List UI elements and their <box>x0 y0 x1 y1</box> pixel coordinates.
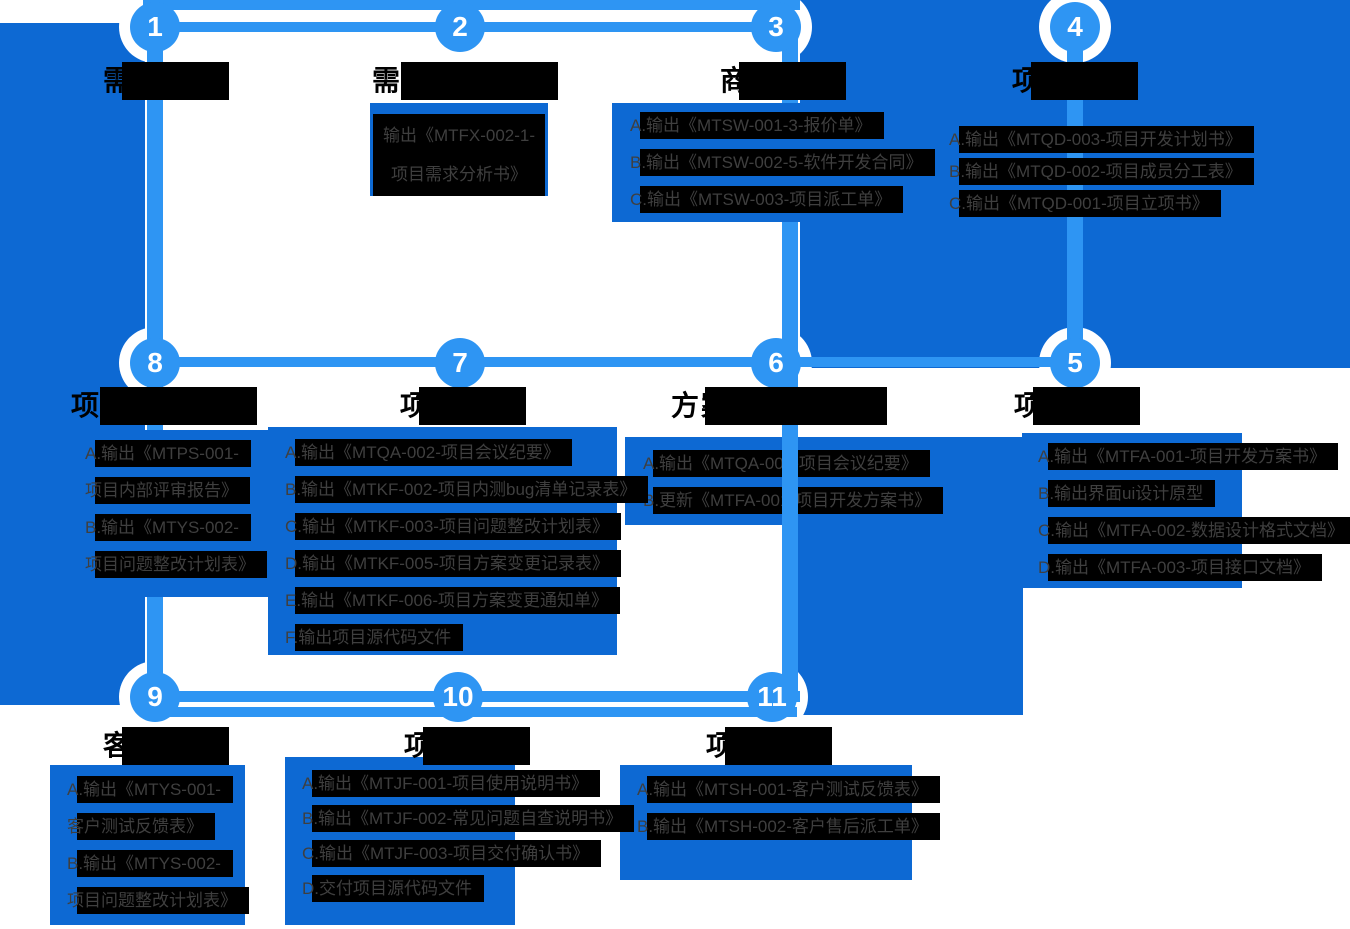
step-8-outputs: A.输出《MTPS-001- 项目内部评审报告》 B.输出《MTYS-002- 项目问… <box>79 440 267 578</box>
step-5-outputs: A.输出《MTFA-001-项目开发方案书》 B.输出界面ui设计原型 C.输出《M… <box>1032 443 1350 581</box>
output-item: A.输出《MTSW-001-3-报价单》 <box>624 112 883 139</box>
output-item: C.输出《MTSW-003-项目派工单》 <box>624 186 904 213</box>
output-item: 输出《MTFX-002-1- <box>382 126 536 145</box>
output-item: A.输出《MTYS-001- <box>61 776 233 803</box>
step-3-outputs: A.输出《MTSW-001-3-报价单》 B.输出《MTSW-002-5-软件开发… <box>624 112 934 213</box>
output-item: B.更新《MTFA-001-项目开发方案书》 <box>637 487 944 514</box>
step-7-title: 项目开发 <box>400 387 527 425</box>
step-4-outputs: A.输出《MTQD-003-项目开发计划书》 B.输出《MTQD-002-项目成员… <box>943 126 1254 217</box>
step-5-badge: 5 <box>1050 338 1100 388</box>
step-11-title: 项目售后 <box>706 727 833 765</box>
step-9-badge: 9 <box>130 672 180 722</box>
output-item: D.交付项目源代码文件 <box>296 875 484 902</box>
step-4-badge: 4 <box>1050 2 1100 52</box>
output-item: A.输出《MTFA-001-项目开发方案书》 <box>1032 443 1339 470</box>
output-item: 项目问题整改计划表》 <box>79 551 267 578</box>
output-item: A.输出《MTQA-002-项目会议纪要》 <box>637 450 930 477</box>
output-item: B.输出《MTKF-002-项目内测bug清单记录表》 <box>279 476 649 503</box>
step-1-title: 需求接入 <box>103 62 230 100</box>
output-item: B.输出《MTSH-002-客户售后派工单》 <box>631 813 940 840</box>
output-item: F.输出项目源代码文件 <box>279 624 464 651</box>
step-3-title: 商务谈判 <box>720 62 847 100</box>
output-item: C.输出《MTQD-001-项目立项书》 <box>943 190 1221 217</box>
output-item: C.输出《MTKF-003-项目问题整改计划表》 <box>279 513 621 540</box>
output-item: B.输出界面ui设计原型 <box>1032 480 1216 507</box>
step-7-badge: 7 <box>435 338 485 388</box>
output-item: A.输出《MTJF-001-项目使用说明书》 <box>296 770 601 797</box>
output-item: B.输出《MTYS-002- <box>61 850 233 877</box>
output-item: D.输出《MTFA-003-项目接口文档》 <box>1032 554 1323 581</box>
step-2-badge: 2 <box>435 2 485 52</box>
step-5-title: 项目方案 <box>1014 387 1141 425</box>
output-item: 项目内部评审报告》 <box>79 477 250 504</box>
step-2-outputs: 输出《MTFX-002-1- 项目需求分析书》 <box>372 114 546 196</box>
step-9-outputs: A.输出《MTYS-001- 客户测试反馈表》 B.输出《MTYS-002- 项目问题… <box>61 776 249 914</box>
output-item: B.输出《MTSW-002-5-软件开发合同》 <box>624 149 934 176</box>
output-item: 项目问题整改计划表》 <box>61 887 249 914</box>
output-item: D.输出《MTKF-005-项目方案变更记录表》 <box>279 550 621 577</box>
step-10-badge: 10 <box>433 672 483 722</box>
step-1-badge: 1 <box>130 2 180 52</box>
output-item: E.输出《MTKF-006-项目方案变更通知单》 <box>279 587 621 614</box>
flow-connector-card6-overlay <box>782 437 798 525</box>
step-10-outputs: A.输出《MTJF-001-项目使用说明书》 B.输出《MTJF-002-常见问题… <box>296 770 635 902</box>
output-item: A.输出《MTSH-001-客户测试反馈表》 <box>631 776 940 803</box>
step-11-outputs: A.输出《MTSH-001-客户测试反馈表》 B.输出《MTSH-002-客户售后… <box>631 776 940 840</box>
output-item: B.输出《MTJF-002-常见问题自查说明书》 <box>296 805 635 832</box>
step-4-title: 项目启动 <box>1012 62 1139 100</box>
output-item: C.输出《MTJF-003-项目交付确认书》 <box>296 840 602 867</box>
output-item: C.输出《MTFA-002-数据设计格式文档》 <box>1032 517 1350 544</box>
output-item: A.输出《MTQA-002-项目会议纪要》 <box>279 439 572 466</box>
flow-connector-row2 <box>147 357 1075 367</box>
output-item: A.输出《MTQD-003-项目开发计划书》 <box>943 126 1254 153</box>
output-item: B.输出《MTYS-002- <box>79 514 251 541</box>
step-6-title: 方案评审、确认 <box>671 387 888 425</box>
step-11-badge: 11 <box>747 672 797 722</box>
step-2-outputs-box: 输出《MTFX-002-1- 项目需求分析书》 <box>372 114 546 196</box>
output-item: 项目需求分析书》 <box>391 165 527 184</box>
step-6-badge: 6 <box>751 338 801 388</box>
step-8-title: 项目内部评审 <box>71 387 258 425</box>
output-item: A.输出《MTPS-001- <box>79 440 251 467</box>
step-3-badge: 3 <box>751 2 801 52</box>
output-item: B.输出《MTQD-002-项目成员分工表》 <box>943 158 1254 185</box>
step-7-outputs: A.输出《MTQA-002-项目会议纪要》 B.输出《MTKF-002-项目内测b… <box>279 439 649 651</box>
step-10-title: 项目交付 <box>404 727 531 765</box>
step-2-title: 需求评估分析 <box>372 62 559 100</box>
step-8-badge: 8 <box>130 338 180 388</box>
step-9-title: 客户验收 <box>103 727 230 765</box>
output-item: 客户测试反馈表》 <box>61 813 215 840</box>
